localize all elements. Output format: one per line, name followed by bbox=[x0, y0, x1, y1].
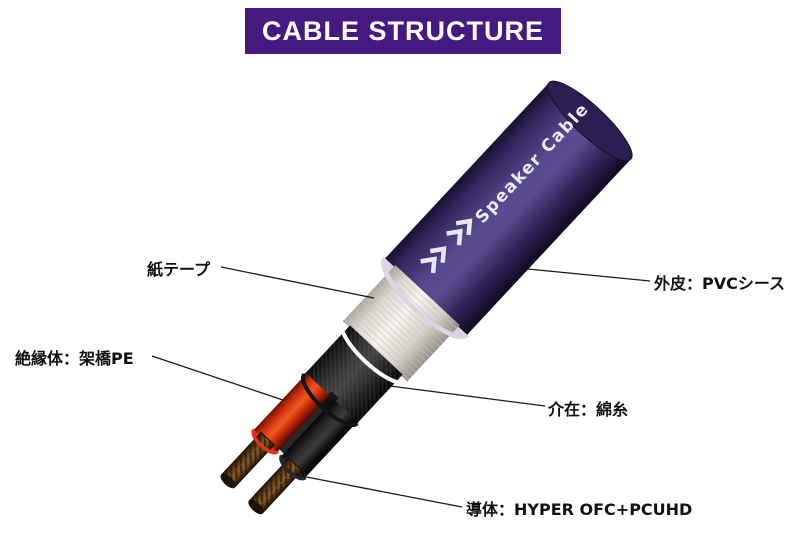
label-conductor: 導体：HYPER OFC+PCUHD bbox=[466, 500, 693, 519]
leader-line-insulator bbox=[151, 355, 284, 401]
leader-lines bbox=[151, 266, 651, 508]
leader-line-sheath bbox=[527, 268, 651, 282]
copper-conductors bbox=[220, 428, 307, 515]
leader-line-paper-tape bbox=[220, 266, 375, 299]
leader-line-filler bbox=[389, 385, 546, 407]
leader-line-conductor bbox=[295, 474, 463, 508]
label-filler: 介在：綿糸 bbox=[548, 400, 629, 419]
page-title: CABLE STRUCTURE bbox=[262, 15, 544, 46]
label-paper-tape: 紙テープ bbox=[146, 260, 210, 279]
jacket-arrow-marks bbox=[420, 218, 473, 274]
filler-cut-rim bbox=[301, 373, 359, 427]
header-banner: CABLE STRUCTURE bbox=[245, 8, 561, 54]
pvc-sheath-layer: Speaker Cable bbox=[383, 80, 633, 338]
label-insulator: 絶縁体：架橋PE bbox=[15, 349, 134, 368]
label-sheath: 外皮：PVCシース bbox=[654, 274, 786, 293]
